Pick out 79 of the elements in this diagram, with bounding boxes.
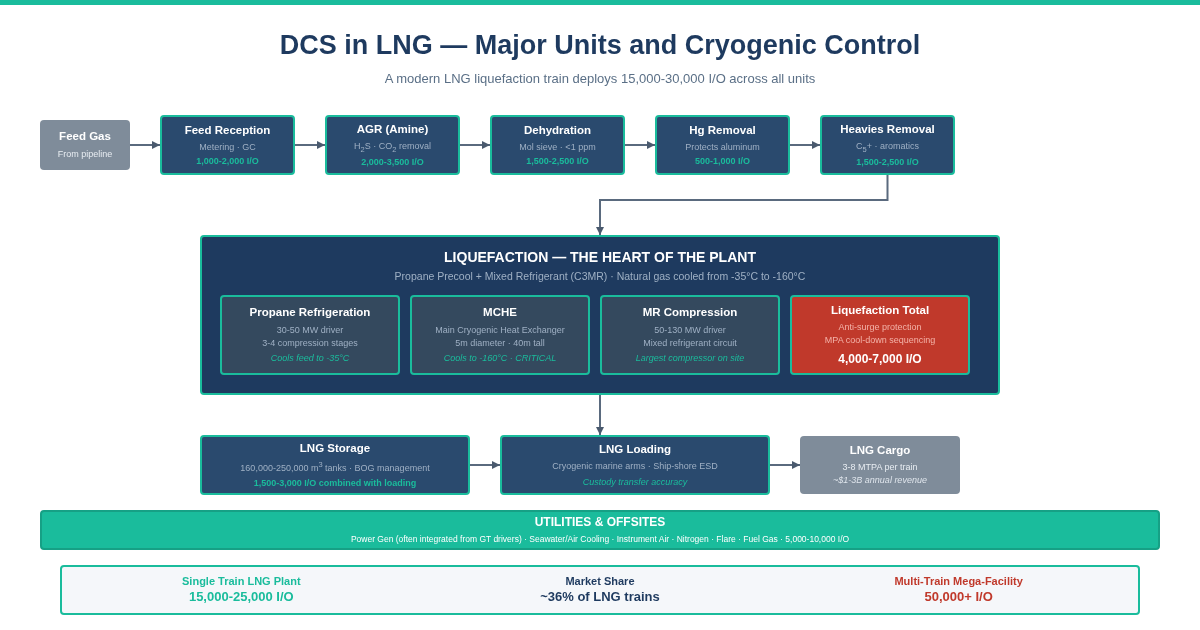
process-box	[490, 115, 625, 175]
unit-detail: 3-8 MTPA per train	[842, 461, 918, 474]
unit-detail: Anti-surge protection	[838, 321, 922, 334]
unit-title: Heavies Removal	[840, 121, 935, 136]
arrow	[789, 141, 821, 149]
unit-detail: Cryogenic marine arms · Ship-shore ESD	[552, 461, 718, 473]
io-count: 1,500-2,500 I/O	[526, 156, 589, 168]
unit-detail: 160,000-250,000 m$^{3}$ tanks · BOG management	[240, 460, 430, 475]
unit-title: LNG Storage	[299, 441, 371, 456]
unit-note: ~$1-3B annual revenue	[833, 475, 927, 487]
io-count: 2,000-3,500 I/O	[361, 157, 424, 169]
unit-title: MR Compression	[642, 305, 738, 320]
unit-card	[220, 295, 400, 375]
section-subtitle: Propane Precool + Mixed Refrigerant (C3MR) · Natural gas cooled from -35°C to -160°C	[393, 270, 807, 284]
process-box	[500, 435, 770, 495]
title: DCS in LNG — Major Units and Cryogenic Control	[278, 30, 922, 61]
process-box	[325, 115, 460, 175]
stat-value: ~36% of LNG trains	[540, 589, 660, 606]
band-title: UTILITIES & OFFSITES	[534, 515, 666, 531]
stat-label: Market Share	[565, 574, 635, 589]
unit-detail: C$_{5}$+ · aromatics	[856, 140, 919, 155]
stat-value: 15,000-25,000 I/O	[188, 589, 294, 606]
unit-detail: Mixed refrigerant circuit	[643, 338, 737, 350]
arrow	[596, 394, 604, 436]
utilities-band	[40, 510, 1160, 550]
unit-note: Largest compressor on site	[635, 353, 745, 365]
band-detail: Power Gen (often integrated from GT drivers) · Seawater/Air Cooling · Instrument Air · Nitrogen · Flare · Fuel Gas · 5,000-10,000 I/O	[350, 534, 850, 545]
unit-detail: From pipeline	[57, 148, 113, 160]
io-count: 500-1,000 I/O	[694, 156, 750, 168]
unit-title: MCHE	[483, 305, 517, 320]
unit-detail: 30-50 MW driver	[276, 324, 344, 337]
summary-card	[790, 295, 970, 375]
unit-detail: Mol sieve · <1 ppm	[519, 141, 596, 154]
arrow	[624, 141, 656, 149]
arrow	[596, 174, 889, 236]
arrow	[459, 141, 491, 149]
unit-detail: MPA cool-down sequencing	[824, 335, 936, 347]
arrow	[129, 141, 161, 149]
stats-panel	[60, 565, 1140, 615]
unit-card	[410, 295, 590, 375]
process-box	[200, 435, 470, 495]
unit-detail: 5m diameter · 40m tall	[455, 338, 545, 350]
section-panel	[200, 235, 1000, 395]
unit-title: AGR (Amine)	[356, 121, 429, 136]
unit-title: Liquefaction Total	[830, 302, 930, 317]
unit-note: Custody transfer accuracy	[582, 476, 688, 488]
io-count: 1,500-3,000 I/O combined with loading	[253, 477, 417, 489]
stat-label: Single Train LNG Plant	[182, 574, 301, 589]
io-count: 1,000-2,000 I/O	[196, 156, 259, 168]
unit-note: Cools to -160°C · CRITICAL	[443, 353, 557, 365]
subtitle: A modern LNG liquefaction train deploys 15,000-30,000 I/O across all units	[383, 71, 817, 86]
process-box	[160, 115, 295, 175]
unit-title: LNG Cargo	[849, 442, 911, 457]
unit-detail: 3-4 compression stages	[262, 338, 358, 350]
unit-detail: Main Cryogenic Heat Exchanger	[435, 324, 565, 337]
source-box	[40, 120, 130, 170]
unit-note: Cools feed to -35°C	[270, 353, 350, 365]
unit-title: Hg Removal	[689, 122, 756, 137]
stat-value: 50,000+ I/O	[924, 589, 993, 606]
section-title: LIQUEFACTION — THE HEART OF THE PLANT	[443, 249, 757, 267]
unit-title: LNG Loading	[598, 442, 672, 457]
process-box	[820, 115, 955, 175]
product-box	[800, 436, 960, 494]
unit-detail: H$_{2}$S · CO$_{2}$ removal	[354, 140, 431, 155]
unit-title: Propane Refrigeration	[249, 305, 371, 320]
arrow	[469, 461, 501, 469]
arrow	[294, 141, 326, 149]
unit-detail: Protects aluminum	[685, 141, 760, 154]
io-count: 1,500-2,500 I/O	[856, 157, 919, 169]
unit-detail: Metering · GC	[199, 141, 256, 154]
unit-title: Dehydration	[523, 122, 592, 137]
arrow	[769, 461, 801, 469]
unit-detail: 50-130 MW driver	[654, 324, 726, 337]
unit-title: Feed Gas	[59, 129, 111, 144]
unit-title: Feed Reception	[184, 122, 271, 137]
process-box	[655, 115, 790, 175]
io-count: 4,000-7,000 I/O	[838, 352, 922, 368]
stat-label: Multi-Train Mega-Facility	[894, 574, 1023, 589]
unit-card	[600, 295, 780, 375]
